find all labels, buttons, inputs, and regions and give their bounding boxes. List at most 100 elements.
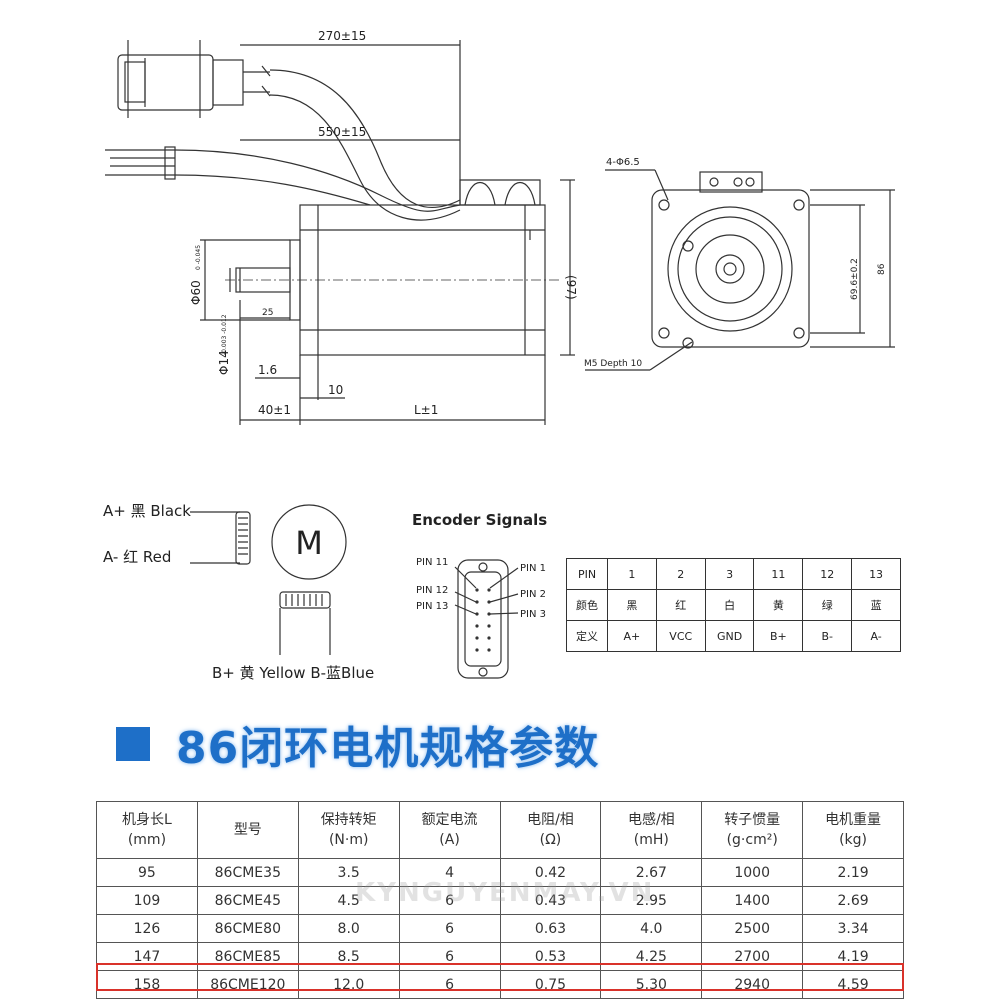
- header-unit: (kg): [839, 832, 868, 848]
- table-cell: 2940: [701, 970, 804, 999]
- b-labels: B+ 黄 Yellow B-蓝Blue: [212, 664, 374, 682]
- dim-270-label: 270±15: [318, 29, 366, 43]
- pin2-label: PIN 2: [520, 589, 546, 600]
- pin11-label: PIN 11: [416, 557, 448, 568]
- spec-table: 机身长L (mm) 型号 保持转矩 (N·m) 额定电流(A) 电阻/相 (Ω) 电感…: [96, 801, 904, 999]
- table-row: 109 86CME45 4.5 6 0.43 2.95 1400 2.69: [96, 886, 904, 915]
- wiring-diagram: [190, 504, 347, 655]
- dim-phi14-label: Φ14: [217, 350, 231, 375]
- thread-label: M5 Depth 10: [584, 359, 642, 369]
- table-cell: 12.0: [297, 970, 400, 999]
- table-cell: 6: [398, 942, 501, 971]
- header-model: 型号: [196, 801, 299, 859]
- table-cell: 95: [96, 858, 198, 887]
- pin-cell: 2: [655, 558, 706, 590]
- motor-shaft: [235, 267, 291, 293]
- a-plus-label: A+ 黑 Black: [103, 502, 191, 520]
- table-cell: 86CME35: [196, 858, 299, 887]
- table-cell: 158: [96, 970, 198, 999]
- motor-technical-drawing: 270±15 550±15 (97) Φ60 0 -0.045 Φ14 -0.0…: [103, 29, 895, 682]
- dim-86-label: 86: [877, 263, 887, 275]
- pin-cell: 13: [851, 558, 901, 590]
- table-cell: 86CME85: [196, 942, 299, 971]
- pin-cell: 11: [753, 558, 804, 590]
- pin-cell: 白: [704, 589, 755, 621]
- header-line: 电阻/相: [527, 811, 574, 828]
- pin-cell: 黑: [607, 589, 657, 621]
- pin-cell: B-: [802, 620, 853, 652]
- table-cell: 4.25: [600, 942, 703, 971]
- header-unit: (mH): [633, 832, 669, 848]
- table-cell: 5.30: [600, 970, 703, 999]
- spec-header-row: 机身长L (mm) 型号 保持转矩 (N·m) 额定电流(A) 电阻/相 (Ω) 电感…: [96, 801, 904, 859]
- pin-table-row: PIN 1 2 3 11 12 13: [566, 558, 901, 590]
- pin-table-row: 定义 A+ VCC GND B+ B- A-: [566, 620, 901, 652]
- table-cell: 2.69: [802, 886, 904, 915]
- cable-upper: [269, 69, 461, 208]
- encoder-title: Encoder Signals: [412, 511, 547, 529]
- header-unit: (g·cm²): [726, 832, 778, 848]
- pin-cell: 红: [655, 589, 706, 621]
- encoder-connector-drawing: [454, 559, 519, 679]
- pin-cell: 定义: [566, 620, 608, 652]
- table-cell: 2500: [701, 914, 804, 943]
- table-cell: 0.63: [499, 914, 602, 943]
- table-cell: 147: [96, 942, 198, 971]
- motor-front-view: [651, 189, 810, 348]
- table-cell: 4.19: [802, 942, 904, 971]
- pin-table-row: 颜色 黑 红 白 黄 绿 蓝: [566, 589, 901, 621]
- table-cell: 6: [398, 970, 501, 999]
- pin1-label: PIN 1: [520, 563, 546, 574]
- header-line: 电机重量: [825, 811, 882, 828]
- header-inductance: 电感/相(mH): [600, 801, 703, 859]
- header-current: 额定电流(A): [398, 801, 501, 859]
- cable-lower: [174, 149, 461, 212]
- header-unit: (Ω): [539, 832, 562, 848]
- dim-40-label: 40±1: [258, 403, 291, 417]
- header-line: 额定电流: [421, 811, 478, 828]
- dim-550-label: 550±15: [318, 125, 366, 139]
- table-cell: 0.53: [499, 942, 602, 971]
- pin-cell: 颜色: [566, 589, 608, 621]
- pin-cell: 1: [607, 558, 657, 590]
- pin-cell: B+: [753, 620, 804, 652]
- table-cell: 1000: [701, 858, 804, 887]
- dim-phi60-label: Φ60: [189, 280, 203, 305]
- pin-cell: 黄: [753, 589, 804, 621]
- connector-drawing: [117, 40, 271, 118]
- table-cell: 4: [398, 858, 501, 887]
- table-cell: 0.42: [499, 858, 602, 887]
- table-row: 147 86CME85 8.5 6 0.53 4.25 2700 4.19: [96, 942, 904, 971]
- table-cell: 0.75: [499, 970, 602, 999]
- table-cell: 86CME80: [196, 914, 299, 943]
- dim-25-label: 25: [262, 308, 273, 318]
- table-cell: 8.5: [297, 942, 400, 971]
- table-cell: 1400: [701, 886, 804, 915]
- pin-cell: A+: [607, 620, 657, 652]
- table-cell: 8.0: [297, 914, 400, 943]
- table-cell: 6: [398, 914, 501, 943]
- header-unit: (mm): [127, 832, 167, 848]
- dim-phi60-tolerance: 0 -0.045: [195, 245, 202, 270]
- header-line: 机身长L: [122, 811, 172, 828]
- header-torque: 保持转矩 (N·m): [297, 801, 400, 859]
- pin3-label: PIN 3: [520, 609, 546, 620]
- heading-square-icon: [116, 727, 150, 761]
- header-length: 机身长L (mm): [96, 801, 198, 859]
- header-line: 保持转矩: [320, 811, 377, 828]
- table-cell: 3.5: [297, 858, 400, 887]
- table-row: 95 86CME35 3.5 4 0.42 2.67 1000 2.19: [96, 858, 904, 887]
- header-line: 型号: [233, 821, 262, 838]
- pin-cell: 12: [802, 558, 853, 590]
- motor-symbol: [271, 504, 347, 580]
- pin-cell: GND: [704, 620, 755, 652]
- pin-cell: VCC: [655, 620, 706, 652]
- header-line: 转子惯量: [724, 811, 781, 828]
- table-cell: 86CME120: [196, 970, 299, 999]
- pin-cell: PIN: [566, 558, 608, 590]
- pin-cell: A-: [851, 620, 901, 652]
- header-unit: (N·m): [328, 832, 369, 848]
- table-cell: 109: [96, 886, 198, 915]
- header-weight: 电机重量 (kg): [802, 801, 904, 859]
- table-row: 126 86CME80 8.0 6 0.63 4.0 2500 3.34: [96, 914, 904, 943]
